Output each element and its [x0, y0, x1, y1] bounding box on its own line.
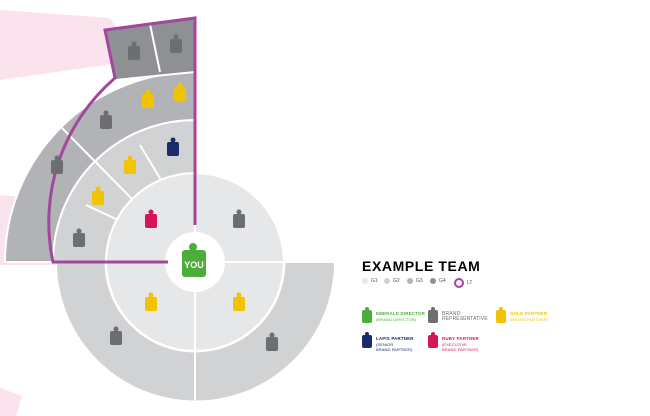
member-lt-mid-1-icon [51, 155, 63, 174]
member-lt-outer-1-icon [128, 41, 140, 60]
member-lt-outer-2-icon [170, 34, 182, 53]
generation-g1: G1 [362, 278, 378, 284]
g4-dot-icon [430, 278, 436, 284]
generation-lt: LT [454, 278, 472, 288]
lapis-partner-icon [362, 332, 372, 348]
g3-dot-icon [407, 278, 413, 284]
member-g2-bottom-right-icon [233, 292, 245, 311]
g2-dot-icon [384, 278, 390, 284]
legend-title: EXAMPLE TEAM [362, 258, 481, 274]
member-lt-inner-3-icon [124, 155, 136, 174]
pink-wash-bottom [0, 388, 22, 416]
member-g3-bottom-right-icon [266, 332, 278, 351]
generation-g3: G3 [407, 278, 423, 284]
member-lt-inner-1-icon [73, 228, 85, 247]
lt-ring-icon [454, 278, 464, 288]
pink-wash-top [0, 10, 140, 80]
gold-partner-icon [496, 307, 506, 323]
g1-dot-icon [362, 278, 368, 284]
lt-sector [3, 16, 197, 264]
member-g1-top-left-icon [145, 209, 157, 228]
legend: EXAMPLE TEAM G1 G2 G3 G4 LT EMERALD DIRE… [362, 258, 549, 352]
you-node: YOU [182, 243, 206, 277]
member-g2-bottom-left-icon [145, 292, 157, 311]
generation-g4: G4 [430, 278, 446, 284]
member-lt-mid-3-icon [142, 89, 154, 108]
member-lt-inner-4-icon [167, 137, 179, 156]
brand-representative-icon [428, 307, 438, 323]
member-lt-mid-2-icon [100, 110, 112, 129]
emerald-director-icon [362, 307, 372, 323]
member-lt-inner-2-icon [92, 186, 104, 205]
member-g3-bottom-left-icon [110, 326, 122, 345]
member-lt-mid-4-icon [174, 82, 186, 101]
member-g1-right-icon [233, 209, 245, 228]
generation-g2: G2 [384, 278, 400, 284]
ruby-partner-icon [428, 332, 438, 348]
you-label: YOU [184, 260, 204, 270]
